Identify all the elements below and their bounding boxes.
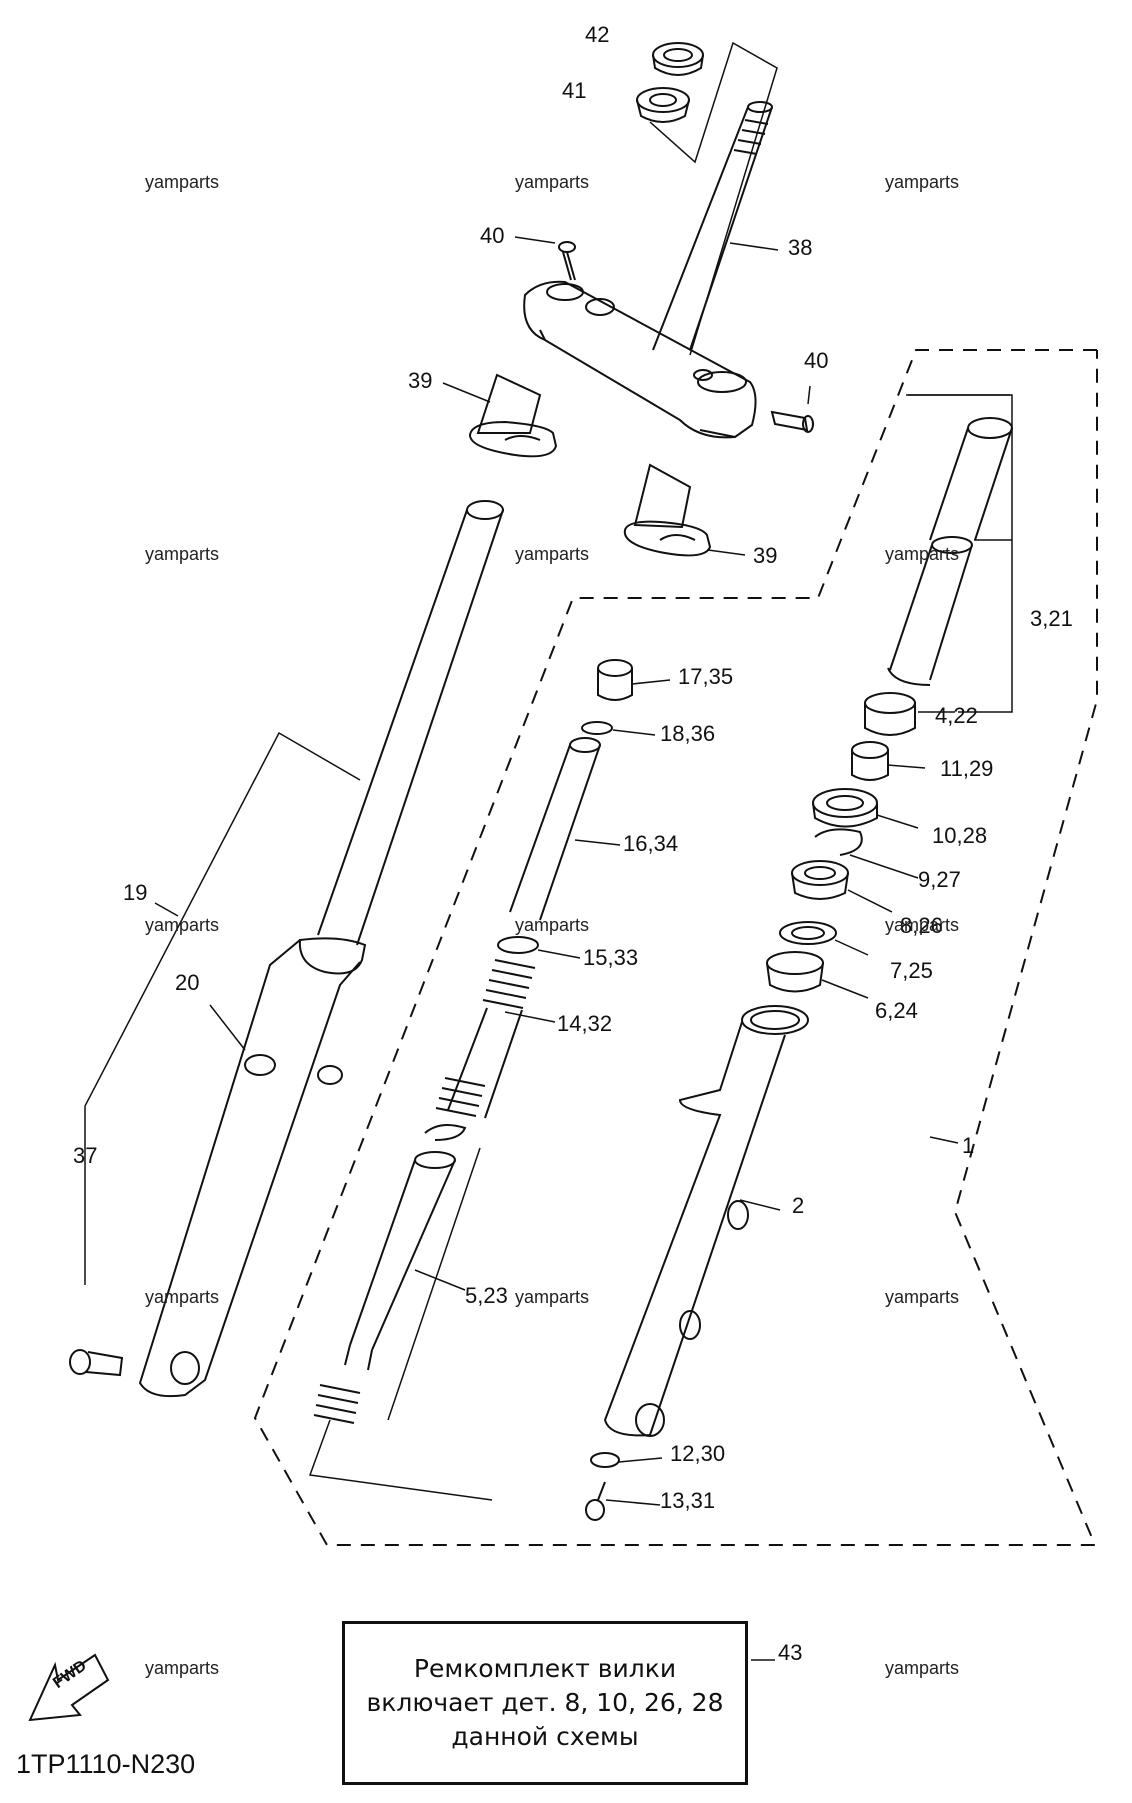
watermark: yamparts (145, 1287, 220, 1307)
callout-11-29: 11,29 (940, 756, 994, 781)
callout-39-left: 39 (408, 368, 433, 393)
callout-4-22: 4,22 (935, 703, 978, 728)
damper-rod-5 (344, 1151, 456, 1371)
watermark: yamparts (885, 544, 960, 564)
bolt-13 (585, 1481, 606, 1521)
note-line-3: данной схемы (451, 1721, 639, 1751)
slide-bushing-4 (864, 692, 916, 736)
under-bracket (523, 280, 757, 439)
callout-17-35: 17,35 (678, 664, 734, 689)
watermark: yamparts (515, 1287, 590, 1307)
oil-seal-8 (791, 860, 849, 900)
diagram-code: 1TP1110-N230 (16, 1749, 196, 1779)
callout-14-32: 14,32 (557, 1011, 613, 1036)
callout-38: 38 (788, 235, 813, 260)
bearing-42 (652, 42, 704, 76)
watermark: yamparts (885, 915, 960, 935)
watermark: yamparts (515, 915, 590, 935)
bolt-37 (69, 1349, 124, 1377)
note-line-2: включает дет. 8, 10, 26, 28 (366, 1688, 724, 1718)
callout-19: 19 (123, 880, 148, 905)
callout-16-34: 16,34 (623, 831, 679, 856)
callout-42: 42 (585, 22, 610, 47)
watermark: yamparts (885, 172, 960, 192)
callout-10-28: 10,28 (932, 823, 988, 848)
outer-tube-2 (603, 1005, 809, 1437)
watermark: yamparts (885, 1287, 960, 1307)
callout-37: 37 (73, 1143, 98, 1168)
watermark: yamparts (145, 172, 220, 192)
oring-18 (581, 721, 613, 735)
inner-tube-3 (887, 417, 1013, 686)
kit-outline (253, 349, 1098, 1546)
bolt-40-top (558, 241, 576, 281)
steering-stem-38 (652, 101, 773, 351)
bolt-40-side (770, 410, 814, 433)
watermark: yamparts (885, 1658, 960, 1678)
callout-6-24: 6,24 (875, 998, 918, 1023)
callout-9-27: 9,27 (918, 867, 961, 892)
note-line-1: Ремкомплект вилки (413, 1654, 677, 1684)
callout-7-25: 7,25 (890, 958, 933, 983)
callout-20: 20 (175, 970, 200, 995)
cap-bolt-17 (597, 659, 633, 701)
clip-9 (814, 828, 863, 856)
callout-3-21: 3,21 (1030, 606, 1073, 631)
bushing-11 (851, 741, 889, 781)
callout-8-26: 8,26 (900, 913, 943, 938)
left-fork-tube (138, 500, 504, 1398)
callout-40-side: 40 (804, 348, 829, 373)
watermark: yamparts (145, 1658, 220, 1678)
callout-1: 1 (962, 1133, 975, 1158)
callout-18-36: 18,36 (660, 721, 716, 746)
callout-40-top: 40 (480, 223, 505, 248)
callout-43: 43 (778, 1640, 803, 1665)
callout-15-33: 15,33 (583, 945, 639, 970)
watermark: yamparts (145, 915, 220, 935)
cover-39-left (468, 373, 558, 458)
seal-41 (636, 87, 690, 123)
washer-10 (812, 788, 878, 828)
circlip (424, 1123, 467, 1141)
callout-12-30: 12,30 (670, 1441, 726, 1466)
rebound-spring (313, 1384, 361, 1424)
dust-seal-7 (779, 921, 837, 945)
cover-39-right (623, 463, 712, 557)
washer-15 (497, 936, 539, 954)
watermark: yamparts (515, 544, 590, 564)
callout-39-right: 39 (753, 543, 778, 568)
callout-13-31: 13,31 (660, 1488, 716, 1513)
callout-41: 41 (562, 78, 587, 103)
watermark: yamparts (145, 544, 220, 564)
callout-5-23: 5,23 (465, 1283, 508, 1308)
callout-2: 2 (792, 1193, 805, 1218)
watermark: yamparts (515, 172, 590, 192)
dust-cover-6 (766, 951, 824, 993)
repair-kit-note: Ремкомплект вилки включает дет. 8, 10, 2… (342, 1621, 748, 1785)
spacer-16 (509, 737, 601, 921)
fwd-arrow-icon (28, 1653, 110, 1722)
spring-14 (435, 959, 536, 1119)
washer-12 (590, 1452, 620, 1468)
